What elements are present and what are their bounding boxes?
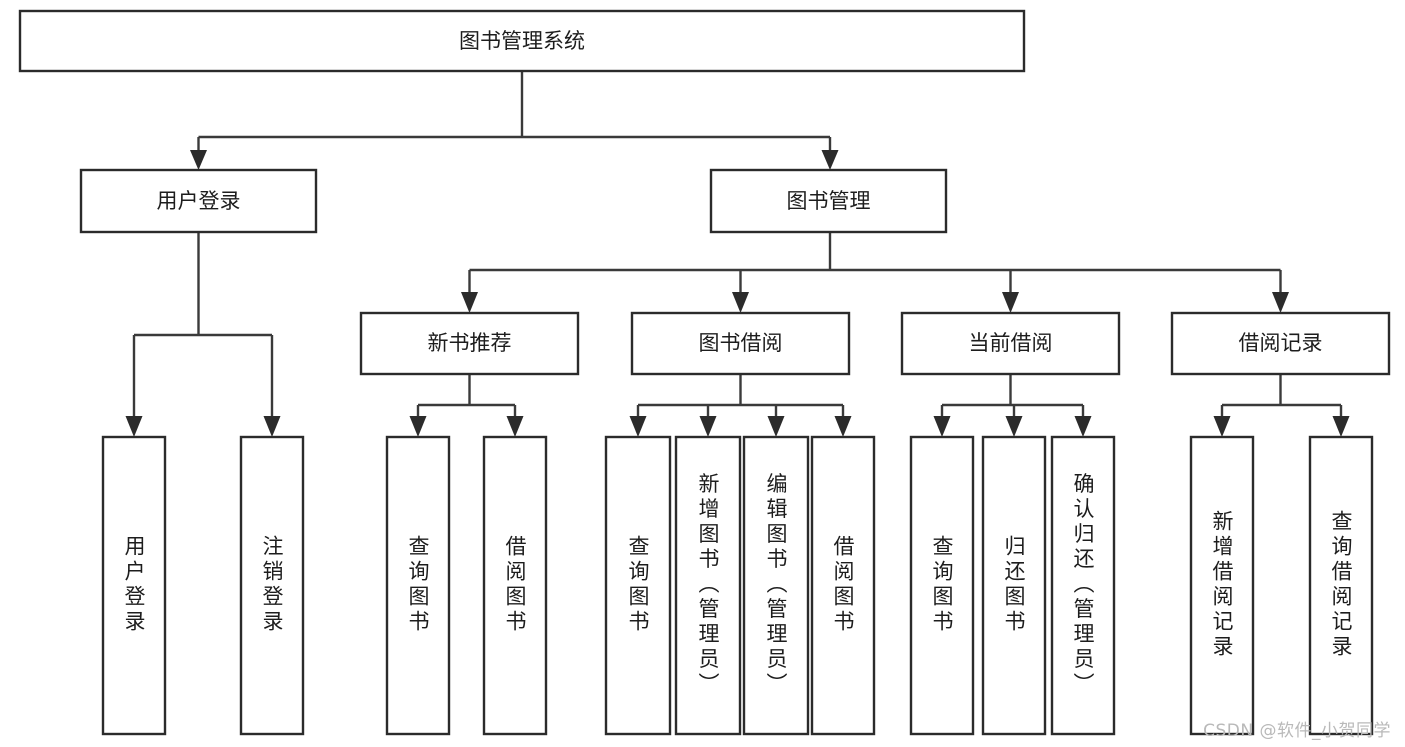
node-borrow-record[interactable]: 借阅记录 (1170, 311, 1391, 376)
leaf-user-login-box[interactable] (101, 435, 167, 736)
arrow-head-leaf-query-book-2 (629, 416, 647, 437)
arrow-head-leaf-return-book (1005, 416, 1023, 437)
leaf-confirm-return-admin-label: 确认归还（管理员） (1071, 473, 1095, 698)
node-new-book-recommend[interactable]: 新书推荐 (359, 311, 580, 376)
leaf-query-book-newbook-label: 查询图书 (406, 535, 430, 635)
leaf-user-login[interactable]: 用户登录 (101, 435, 167, 736)
node-root-system-label: 图书管理系统 (459, 29, 585, 53)
arrow-head-book-borrow (732, 292, 749, 313)
leaf-edit-book-admin-box[interactable] (742, 435, 810, 736)
node-current-borrow-box[interactable] (900, 311, 1121, 376)
leaf-logout[interactable]: 注销登录 (239, 435, 305, 736)
arrow-head-leaf-add-record (1213, 416, 1231, 437)
leaf-add-borrow-record[interactable]: 新增借阅记录 (1189, 435, 1255, 736)
leaf-query-book-newbook[interactable]: 查询图书 (385, 435, 451, 736)
node-borrow-record-label: 借阅记录 (1239, 331, 1323, 355)
leaf-edit-book-admin-label: 编辑图书（管理员） (764, 473, 788, 698)
arrow-head-new-book-rec (461, 292, 478, 313)
leaf-return-book-box[interactable] (981, 435, 1047, 736)
leaf-confirm-return-admin-box[interactable] (1050, 435, 1116, 736)
leaf-borrow-book-borrow-label: 借阅图书 (831, 535, 855, 635)
node-book-management[interactable]: 图书管理 (709, 168, 948, 234)
arrow-head-user-login (190, 150, 207, 170)
leaf-borrow-book-newbook[interactable]: 借阅图书 (482, 435, 548, 736)
node-user-login[interactable]: 用户登录 (79, 168, 318, 234)
leaf-confirm-return-admin[interactable]: 确认归还（管理员） (1050, 435, 1116, 736)
arrow-head-leaf-borrow-book-2 (834, 416, 852, 437)
arrow-head-borrow-record (1272, 292, 1289, 313)
leaf-logout-label: 注销登录 (260, 535, 284, 635)
leaf-query-book-current-box[interactable] (909, 435, 975, 736)
leaf-return-book[interactable]: 归还图书 (981, 435, 1047, 736)
arrow-head-leaf-user-login (125, 416, 143, 437)
leaf-borrow-book-borrow[interactable]: 借阅图书 (810, 435, 876, 736)
node-root-system[interactable]: 图书管理系统 (18, 9, 1026, 73)
leaf-borrow-book-newbook-label: 借阅图书 (503, 535, 527, 635)
node-user-login-label: 用户登录 (157, 189, 241, 213)
leaf-query-borrow-record-box[interactable] (1308, 435, 1374, 736)
arrow-head-leaf-add-book (699, 416, 717, 437)
leaf-logout-box[interactable] (239, 435, 305, 736)
arrow-head-leaf-borrow-book-1 (506, 416, 524, 437)
leaf-edit-book-admin[interactable]: 编辑图书（管理员） (742, 435, 810, 736)
arrow-head-leaf-confirm-return (1074, 416, 1092, 437)
leaf-query-book-current[interactable]: 查询图书 (909, 435, 975, 736)
node-book-borrow-label: 图书借阅 (699, 331, 783, 355)
arrow-head-leaf-query-book-3 (933, 416, 951, 437)
node-book-borrow[interactable]: 图书借阅 (630, 311, 851, 376)
node-new-book-recommend-label: 新书推荐 (428, 331, 512, 355)
leaf-query-book-borrow-box[interactable] (604, 435, 672, 736)
arrow-head-book-mgmt (821, 150, 839, 170)
leaf-query-book-newbook-box[interactable] (385, 435, 451, 736)
node-current-borrow-label: 当前借阅 (969, 331, 1053, 355)
arrow-head-leaf-edit-book (767, 416, 785, 437)
node-book-management-label: 图书管理 (787, 189, 871, 213)
node-user-login-box[interactable] (79, 168, 318, 234)
leaf-query-book-current-label: 查询图书 (930, 535, 954, 635)
leaf-return-book-label: 归还图书 (1002, 535, 1026, 635)
leaf-user-login-label: 用户登录 (122, 535, 146, 635)
leaf-query-book-borrow-label: 查询图书 (626, 535, 650, 635)
arrow-head-current-borrow (1002, 292, 1019, 313)
node-book-management-box[interactable] (709, 168, 948, 234)
connector-layer (125, 71, 1350, 437)
leaf-borrow-book-newbook-box[interactable] (482, 435, 548, 736)
node-book-borrow-box[interactable] (630, 311, 851, 376)
node-borrow-record-box[interactable] (1170, 311, 1391, 376)
leaf-add-book-admin-box[interactable] (674, 435, 742, 736)
arrow-head-leaf-logout (263, 416, 281, 437)
leaf-add-book-admin-label: 新增图书（管理员） (696, 473, 720, 698)
arrow-head-leaf-query-record (1332, 416, 1350, 437)
arrow-head-leaf-query-book-1 (409, 416, 427, 437)
leaf-add-book-admin[interactable]: 新增图书（管理员） (674, 435, 742, 736)
leaf-add-borrow-record-box[interactable] (1189, 435, 1255, 736)
leaf-query-book-borrow[interactable]: 查询图书 (604, 435, 672, 736)
node-root-system-box[interactable] (18, 9, 1026, 73)
leaf-query-borrow-record-label: 查询借阅记录 (1329, 510, 1353, 660)
leaf-borrow-book-borrow-box[interactable] (810, 435, 876, 736)
node-current-borrow[interactable]: 当前借阅 (900, 311, 1121, 376)
leaf-query-borrow-record[interactable]: 查询借阅记录 (1308, 435, 1374, 736)
node-new-book-recommend-box[interactable] (359, 311, 580, 376)
leaf-add-borrow-record-label: 新增借阅记录 (1210, 510, 1234, 660)
